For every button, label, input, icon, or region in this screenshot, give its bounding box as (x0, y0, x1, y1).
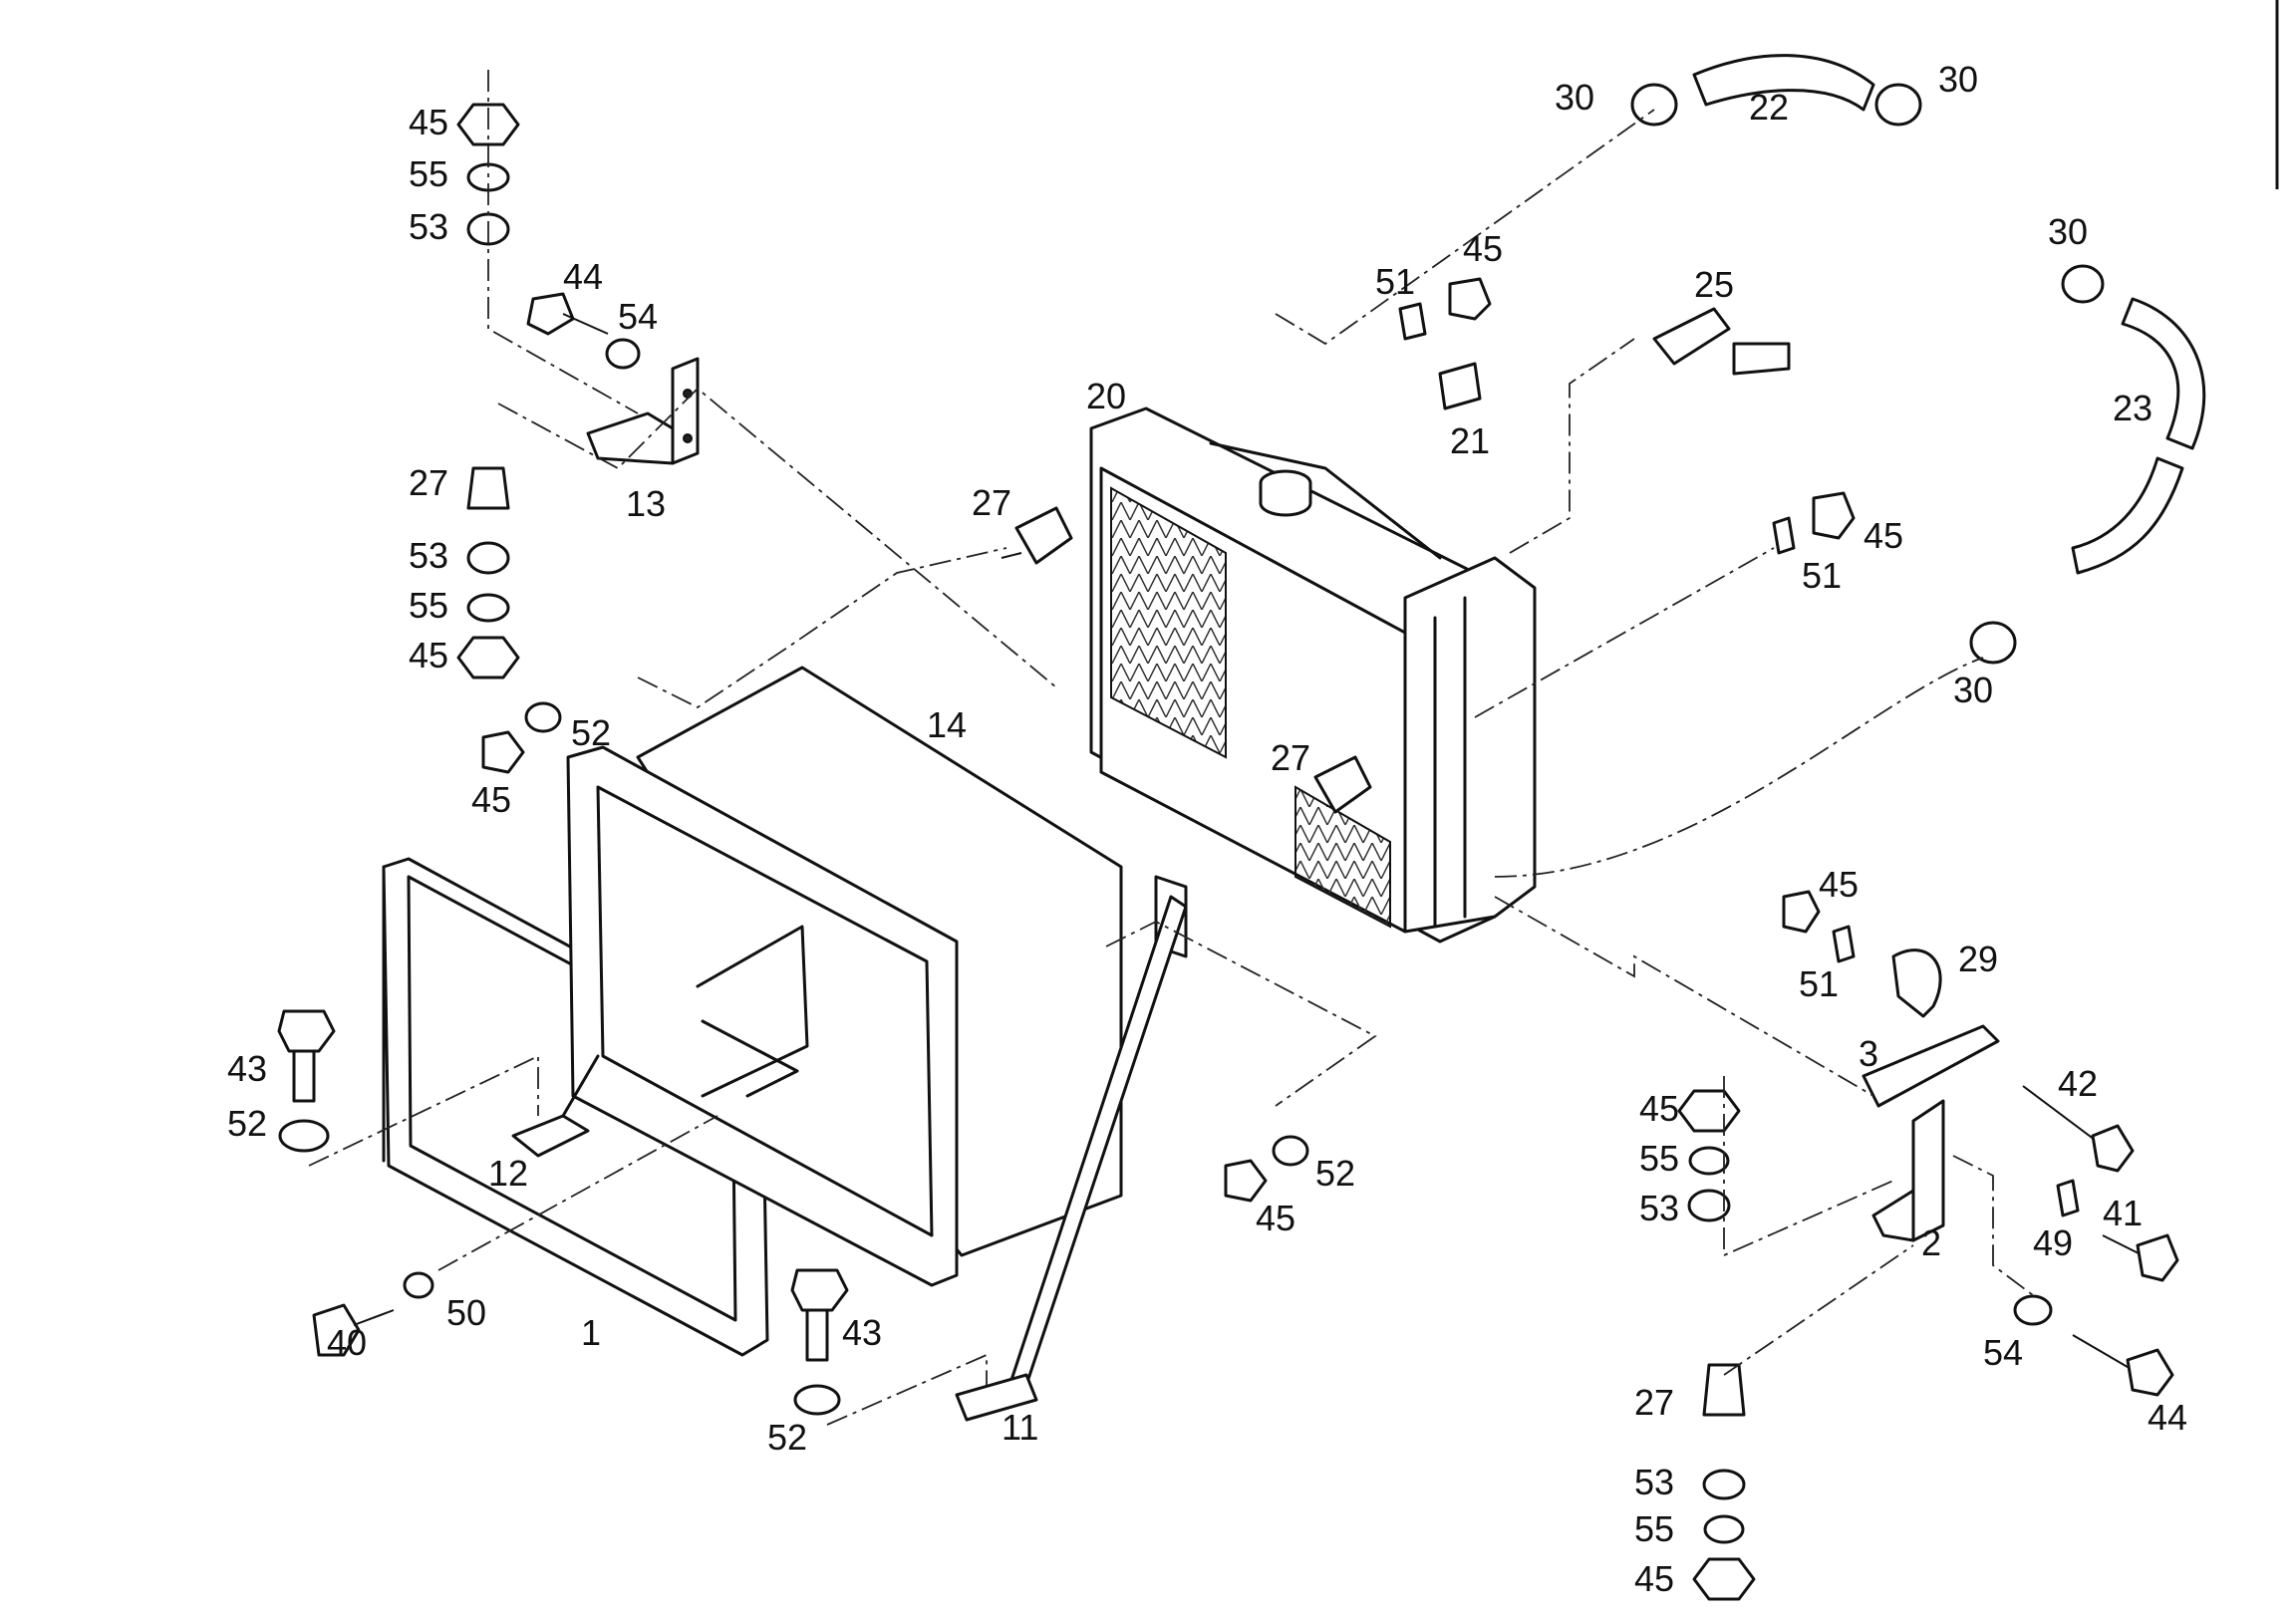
part-label: 51 (1802, 555, 1842, 596)
part-label: 45 (1639, 1088, 1679, 1129)
part-label: 3 (1859, 1033, 1878, 1074)
part-label: 30 (1555, 77, 1594, 118)
part-label: 51 (1375, 261, 1415, 302)
part-label: 27 (1271, 737, 1310, 778)
part-label: 45 (409, 635, 448, 675)
part-label: 52 (571, 712, 611, 753)
part-label: 13 (626, 483, 666, 524)
brackets-2-3-part (1862, 1024, 2000, 1242)
part-label: 11 (1002, 1407, 1038, 1448)
part-label: 44 (563, 256, 603, 297)
part-label: 12 (488, 1153, 528, 1194)
part-label: 52 (1315, 1153, 1355, 1194)
part-number-labels: 45 55 53 44 54 13 27 53 55 45 52 45 14 4… (227, 59, 2187, 1599)
bracket-13-part (586, 357, 700, 465)
part-label: 30 (2048, 211, 2088, 252)
part-label: 53 (409, 535, 448, 576)
support-strut-part (955, 875, 1188, 1422)
part-label: 43 (842, 1312, 882, 1353)
part-label: 1 (581, 1312, 601, 1353)
fan-shroud-part (566, 666, 1123, 1287)
part-label: 55 (409, 585, 448, 626)
part-label: 51 (1799, 963, 1839, 1004)
part-label: 25 (1694, 264, 1734, 305)
part-label: 45 (1256, 1198, 1295, 1238)
part-label: 45 (1819, 864, 1859, 905)
part-label: 2 (1921, 1222, 1941, 1263)
hoses-part (1652, 54, 2206, 575)
part-label: 41 (2103, 1193, 2143, 1233)
part-label: 43 (227, 1048, 267, 1089)
part-label: 30 (1953, 670, 1993, 710)
part-label: 52 (227, 1103, 267, 1144)
part-label: 54 (618, 296, 658, 337)
part-label: 27 (972, 482, 1011, 523)
part-label: 45 (471, 779, 511, 820)
part-label: 45 (1864, 515, 1903, 556)
part-label: 55 (1634, 1508, 1674, 1549)
part-label: 53 (1639, 1188, 1679, 1228)
part-label: 42 (2058, 1063, 2098, 1104)
part-label: 29 (1958, 939, 1998, 979)
part-label: 54 (1983, 1332, 2023, 1373)
leader-lines (308, 70, 2034, 1426)
part-label: 55 (1639, 1138, 1679, 1179)
part-label: 14 (927, 704, 967, 745)
part-label: 22 (1749, 87, 1789, 128)
part-label: 45 (1634, 1558, 1674, 1599)
part-label: 27 (1634, 1382, 1674, 1423)
part-label: 27 (409, 462, 448, 503)
part-label: 53 (1634, 1462, 1674, 1502)
part-label: 53 (409, 206, 448, 247)
part-label: 30 (1938, 59, 1978, 100)
part-label: 49 (2033, 1222, 2073, 1263)
part-label: 23 (2113, 388, 2152, 428)
part-label: 20 (1086, 376, 1126, 416)
part-label: 45 (1463, 228, 1503, 269)
hardware-parts (277, 83, 2179, 1601)
part-label: 55 (409, 153, 448, 194)
part-label: 45 (409, 102, 448, 142)
part-label: 21 (1450, 420, 1490, 461)
radiator-part (1089, 406, 1537, 944)
bracket-12-part (511, 1054, 600, 1158)
part-label: 50 (446, 1292, 486, 1333)
part-label: 40 (327, 1322, 367, 1363)
part-label: 52 (767, 1417, 807, 1458)
part-label: 44 (2148, 1397, 2187, 1438)
